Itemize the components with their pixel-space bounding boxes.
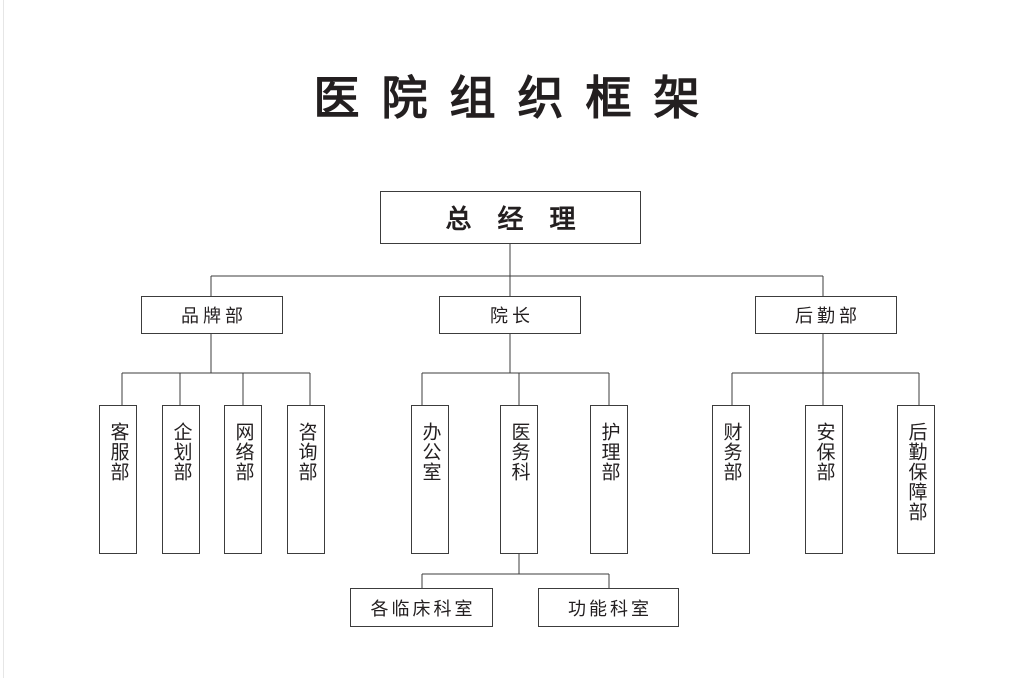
node-logistics-support: 后勤保障部 [897, 405, 935, 554]
node-general-manager-label: 总经理 [445, 205, 602, 235]
node-network: 网络部 [224, 405, 262, 554]
node-finance: 财务部 [712, 405, 750, 554]
node-medical-affairs: 医务科 [500, 405, 538, 554]
node-brand-dept: 品牌部 [141, 296, 283, 334]
node-customer-service: 客服部 [99, 405, 137, 554]
node-dean-label: 院长 [490, 306, 534, 327]
node-planning-label: 企划部 [170, 422, 193, 482]
node-customer-service-label: 客服部 [107, 422, 130, 482]
node-general-manager: 总经理 [380, 191, 641, 244]
node-consulting: 咨询部 [287, 405, 325, 554]
node-functional-departments: 功能科室 [538, 588, 679, 627]
node-dean: 院长 [439, 296, 581, 334]
node-clinical-departments-label: 各临床科室 [370, 598, 476, 620]
node-logistics-dept: 后勤部 [755, 296, 897, 334]
node-security-label: 安保部 [813, 422, 836, 482]
node-logistics-support-label: 后勤保障部 [905, 422, 928, 522]
node-office: 办公室 [411, 405, 449, 554]
chart-title: 医院组织框架 [313, 71, 722, 125]
node-brand-dept-label: 品牌部 [181, 306, 247, 327]
node-functional-departments-label: 功能科室 [568, 598, 652, 620]
node-clinical-departments: 各临床科室 [350, 588, 493, 627]
node-office-label: 办公室 [419, 422, 442, 482]
node-finance-label: 财务部 [720, 422, 743, 482]
page-edge [3, 0, 4, 678]
node-medical-affairs-label: 医务科 [508, 422, 531, 482]
node-logistics-dept-label: 后勤部 [795, 306, 861, 327]
node-nursing: 护理部 [590, 405, 628, 554]
node-network-label: 网络部 [232, 422, 255, 482]
node-consulting-label: 咨询部 [295, 422, 318, 482]
node-security: 安保部 [805, 405, 843, 554]
node-nursing-label: 护理部 [598, 422, 621, 482]
node-planning: 企划部 [162, 405, 200, 554]
